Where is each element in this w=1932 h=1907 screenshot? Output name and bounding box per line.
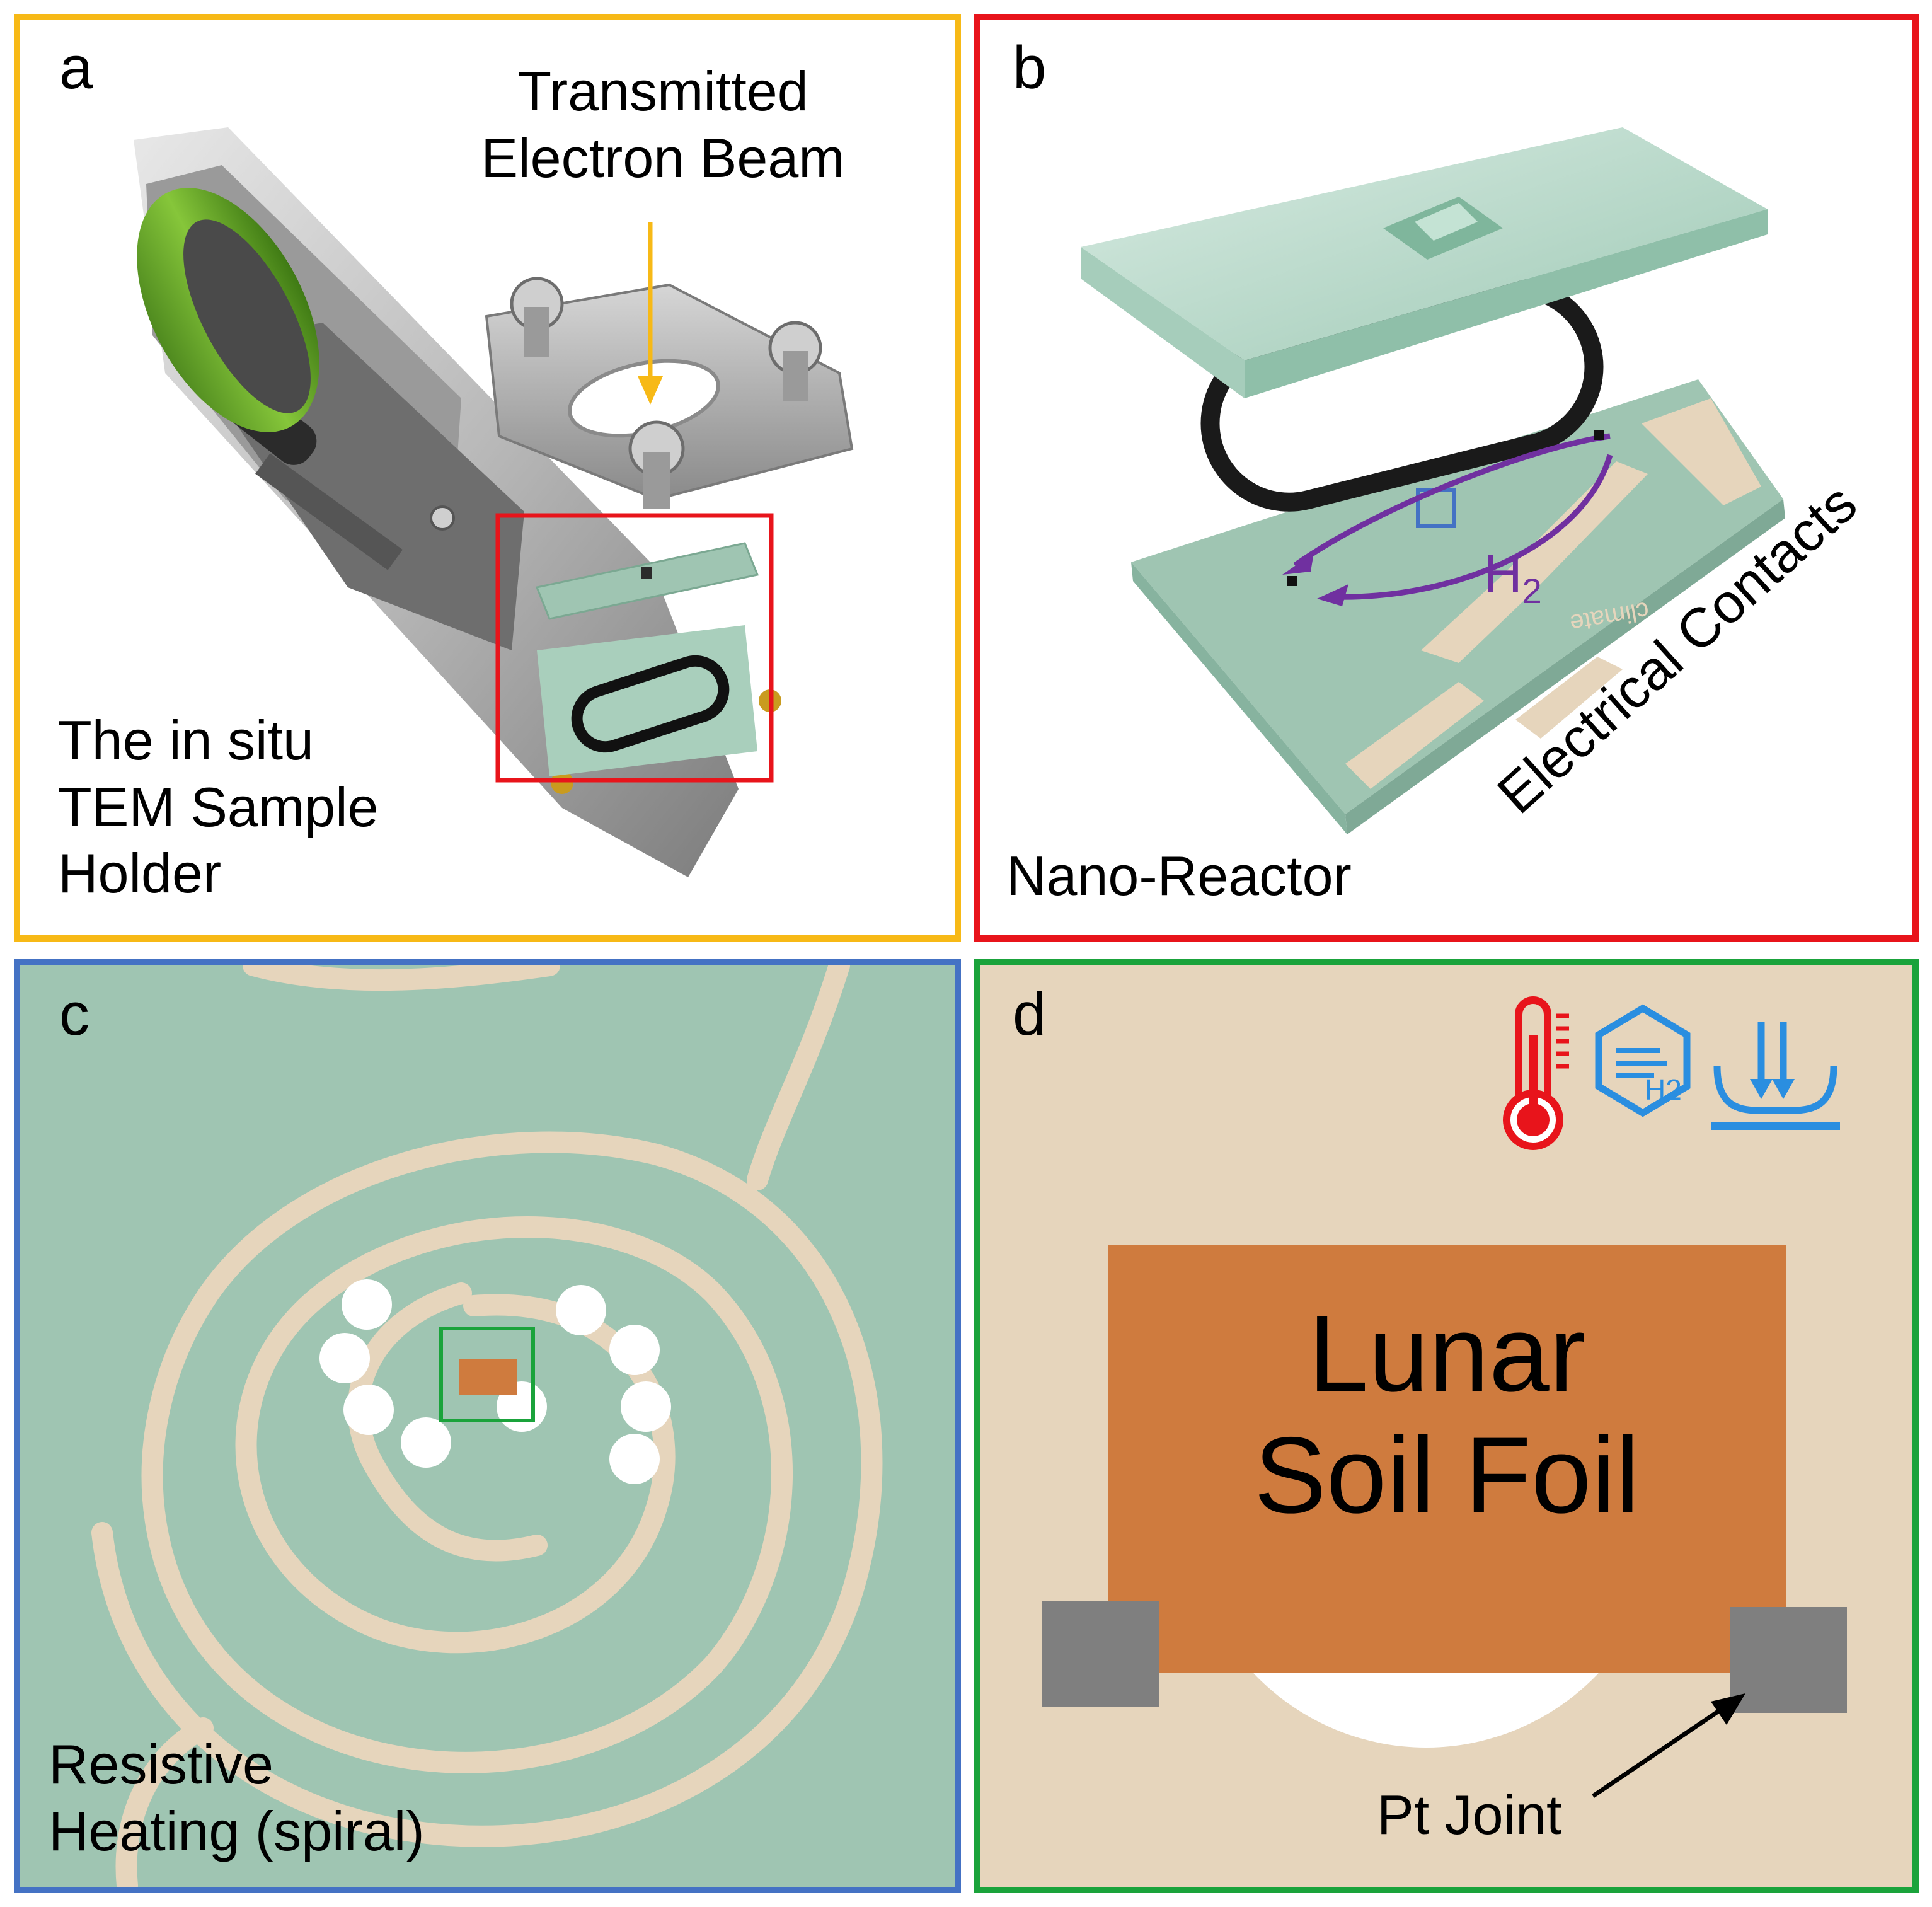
- panel-b-caption: Nano-Reactor: [1006, 844, 1352, 907]
- beam-label-line-2: Electron Beam: [481, 126, 845, 189]
- sample-foil-small: [459, 1359, 517, 1395]
- clamp-plate: [485, 277, 854, 509]
- foil-label: Lunar Soil Foil: [1108, 1293, 1786, 1536]
- caption-line-1: The in situ: [58, 709, 314, 771]
- beam-label: Transmitted Electron Beam: [423, 58, 902, 191]
- hydrogen-flow-icon: [1595, 1004, 1691, 1117]
- thermometer-icon: [1503, 996, 1569, 1150]
- foil-label-line-2: Soil Foil: [1254, 1414, 1640, 1536]
- panel-c: c Resistive Heating (spiral): [14, 959, 961, 1893]
- zoom-box-green: [439, 1327, 535, 1422]
- beam-arrow: [638, 222, 663, 405]
- panel-d-letter: d: [1013, 981, 1047, 1048]
- pt-joint-right: [1730, 1607, 1847, 1713]
- gas-subscript: 2: [1522, 570, 1542, 611]
- beam-label-line-1: Transmitted: [517, 60, 808, 122]
- gas-arrowhead-2: [1317, 584, 1348, 606]
- foil-label-line-1: Lunar: [1308, 1293, 1585, 1414]
- panel-d: H2 d Lunar Soil Foil Pt Joint: [974, 959, 1919, 1893]
- pt-joint-arrow: [1592, 1693, 1745, 1798]
- panel-a: a Transmitted Electron Beam The in situ …: [14, 14, 961, 942]
- pressure-icon: [1711, 1022, 1840, 1130]
- panel-c-caption: Resistive Heating (spiral): [49, 1731, 425, 1864]
- lunar-foil-illustration: H2: [1042, 996, 1847, 1798]
- hydrogen-icon-text: H2: [1645, 1073, 1682, 1106]
- panel-a-letter: a: [59, 34, 93, 101]
- gas-flow-arrows: [1293, 433, 1613, 600]
- outlet-port: [1287, 576, 1297, 586]
- panel-b-letter: b: [1013, 34, 1047, 101]
- panel-c-letter: c: [59, 981, 89, 1048]
- inlet-port: [1594, 430, 1604, 440]
- green-ring: [137, 188, 319, 432]
- lid-chip: [1081, 127, 1768, 398]
- panel-b: climate b H2 Electrical Contacts Nano-Re…: [974, 14, 1919, 942]
- nano-reactor-illustration: climate: [1081, 127, 1785, 834]
- tem-holder-illustration: [134, 127, 854, 877]
- base-chip: climate: [1131, 379, 1785, 834]
- zoom-box-red: [495, 513, 774, 783]
- caption-line-2: TEM Sample: [58, 775, 379, 838]
- pt-joint-left: [1042, 1601, 1159, 1707]
- gas-label: H2: [1484, 542, 1542, 612]
- spiral-heater: [91, 965, 883, 1887]
- reactor-chip-small: [535, 542, 759, 776]
- panel-a-caption: The in situ TEM Sample Holder: [58, 707, 379, 907]
- gas-arrowhead-1: [1282, 553, 1314, 575]
- lunar-soil-foil: [1108, 1245, 1786, 1673]
- gas-symbol: H: [1484, 544, 1522, 603]
- caption-line-3: Holder: [58, 842, 222, 905]
- caption-line-2: Heating (spiral): [49, 1799, 425, 1862]
- pt-joint-label: Pt Joint: [1377, 1783, 1562, 1846]
- caption-line-1: Resistive: [49, 1733, 273, 1795]
- spiral-heater-illustration: [91, 965, 883, 1887]
